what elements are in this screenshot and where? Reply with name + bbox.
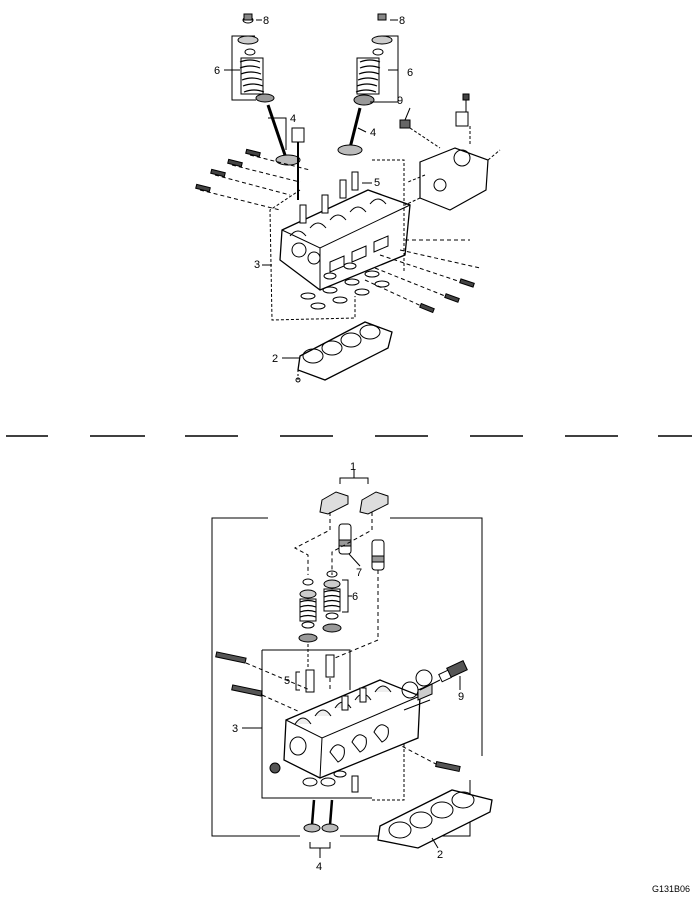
valve-guides	[295, 654, 335, 693]
thermostat-housing	[399, 93, 501, 211]
label-5-lower: 5	[284, 675, 290, 687]
head-gasket-upper	[282, 321, 393, 383]
lower-valves	[303, 799, 339, 858]
lower-studs	[215, 651, 461, 773]
label-4-right: 4	[370, 127, 376, 139]
label-2-upper: 2	[272, 353, 278, 365]
label-6-right: 6	[407, 67, 413, 79]
label-4-left: 4	[290, 113, 296, 125]
label-2-lower: 2	[437, 849, 443, 861]
left-valve-assembly	[224, 13, 301, 166]
label-6-left: 6	[214, 65, 220, 77]
left-studs	[195, 148, 311, 211]
lower-o-rings	[302, 770, 347, 787]
head-gasket-lower	[377, 789, 493, 849]
right-valve-assembly	[337, 13, 399, 156]
label-8-left: 8	[263, 15, 269, 27]
lash-adjusters	[338, 523, 385, 571]
label-1-lower: 1	[350, 461, 356, 473]
lower-exploded-view	[211, 470, 493, 858]
label-3-upper: 3	[254, 259, 260, 271]
label-9-upper: 9	[397, 95, 403, 107]
cylinder-head-upper	[279, 171, 411, 291]
label-9-lower: 9	[458, 691, 464, 703]
figure-code: G131B06	[652, 884, 690, 894]
head-bolt	[291, 127, 305, 200]
right-studs	[364, 239, 481, 314]
label-7-lower: 7	[356, 567, 362, 579]
upper-exploded-view	[195, 13, 501, 383]
o-rings	[300, 262, 390, 310]
lower-left-spring	[298, 578, 318, 668]
label-3-lower: 3	[232, 723, 238, 735]
label-4-lower: 4	[316, 861, 322, 873]
label-6-lower: 6	[352, 591, 358, 603]
cylinder-head-lower	[269, 679, 421, 793]
sensor-and-plugs	[401, 660, 468, 711]
label-8-right: 8	[399, 15, 405, 27]
label-5-upper: 5	[374, 177, 380, 189]
rocker-arms	[319, 470, 389, 515]
lower-right-spring	[322, 570, 352, 633]
